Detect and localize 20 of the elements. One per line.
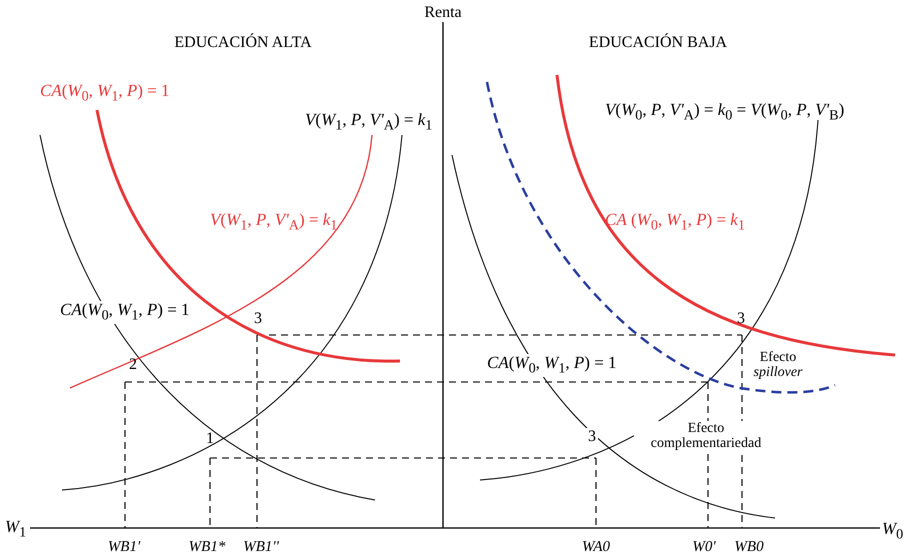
tick-label: WB1* [188, 539, 226, 556]
effect-label: Efecto spillover [752, 350, 804, 381]
point-number: 1 [206, 430, 214, 448]
point-number: 3 [737, 310, 745, 328]
tick-label: WB1' [108, 539, 140, 556]
axis-label: W$_{0}$ [882, 520, 904, 543]
tick-label: WA0 [582, 539, 610, 556]
axis-label: W$_{1}$ [5, 518, 26, 541]
tick-label: W0' [692, 539, 716, 556]
point-number: 3 [254, 310, 262, 328]
tick-label: WB0 [734, 539, 764, 556]
point-number: 2 [129, 356, 137, 374]
axis-title: Renta [424, 4, 462, 22]
region-heading: EDUCACIÓN ALTA [174, 34, 312, 52]
curve-label: V(W$_{0}$, P, V'$_{A}$) = k$_{0}$ = V(W$_{0}$, P, V'$_{B}$) [605, 101, 844, 124]
curve-label: CA(W$_{0}$, W$_{1}$, P) = 1 [40, 82, 170, 105]
curve-label: V(W$_{1}$, P, V'$_{A}$) = k$_{1}$ [305, 111, 432, 134]
region-heading: EDUCACIÓN BAJA [588, 34, 728, 52]
curve-label: V(W$_{1}$, P, V'$_{A}$) = k$_{1}$ [210, 211, 338, 234]
tick-label: WB1'' [243, 539, 279, 556]
